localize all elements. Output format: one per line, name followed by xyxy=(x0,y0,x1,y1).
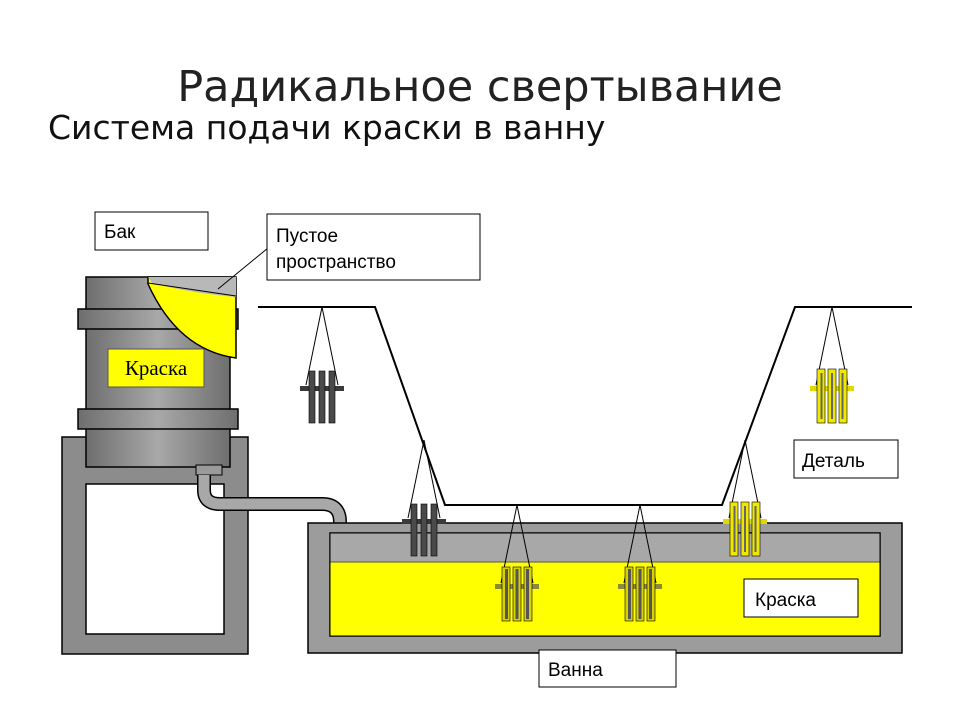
svg-text:Ванна: Ванна xyxy=(548,660,603,681)
svg-text:пространство: пространство xyxy=(276,252,396,273)
svg-text:Бак: Бак xyxy=(104,222,136,243)
supply-pipe xyxy=(195,464,347,572)
tank-drum: Краска xyxy=(77,276,239,468)
svg-text:Деталь: Деталь xyxy=(802,451,865,472)
slide-title: Радикальное свертывание xyxy=(177,62,783,112)
label-empty-space: Пустое пространство xyxy=(217,213,481,290)
label-part: Деталь xyxy=(793,439,899,479)
label-bath: Ванна xyxy=(538,649,677,688)
tank-paint-label: Краска xyxy=(125,356,188,380)
part-hanging-6 xyxy=(809,306,855,424)
svg-text:Пустое: Пустое xyxy=(276,226,338,247)
conveyor-rail xyxy=(258,306,912,506)
label-bath-paint: Краска xyxy=(743,578,859,618)
svg-text:Краска: Краска xyxy=(755,590,816,611)
label-tank: Бак xyxy=(94,211,209,251)
slide-subtitle: Система подачи краски в ванну xyxy=(48,108,606,147)
part-hanging-1 xyxy=(299,306,345,424)
